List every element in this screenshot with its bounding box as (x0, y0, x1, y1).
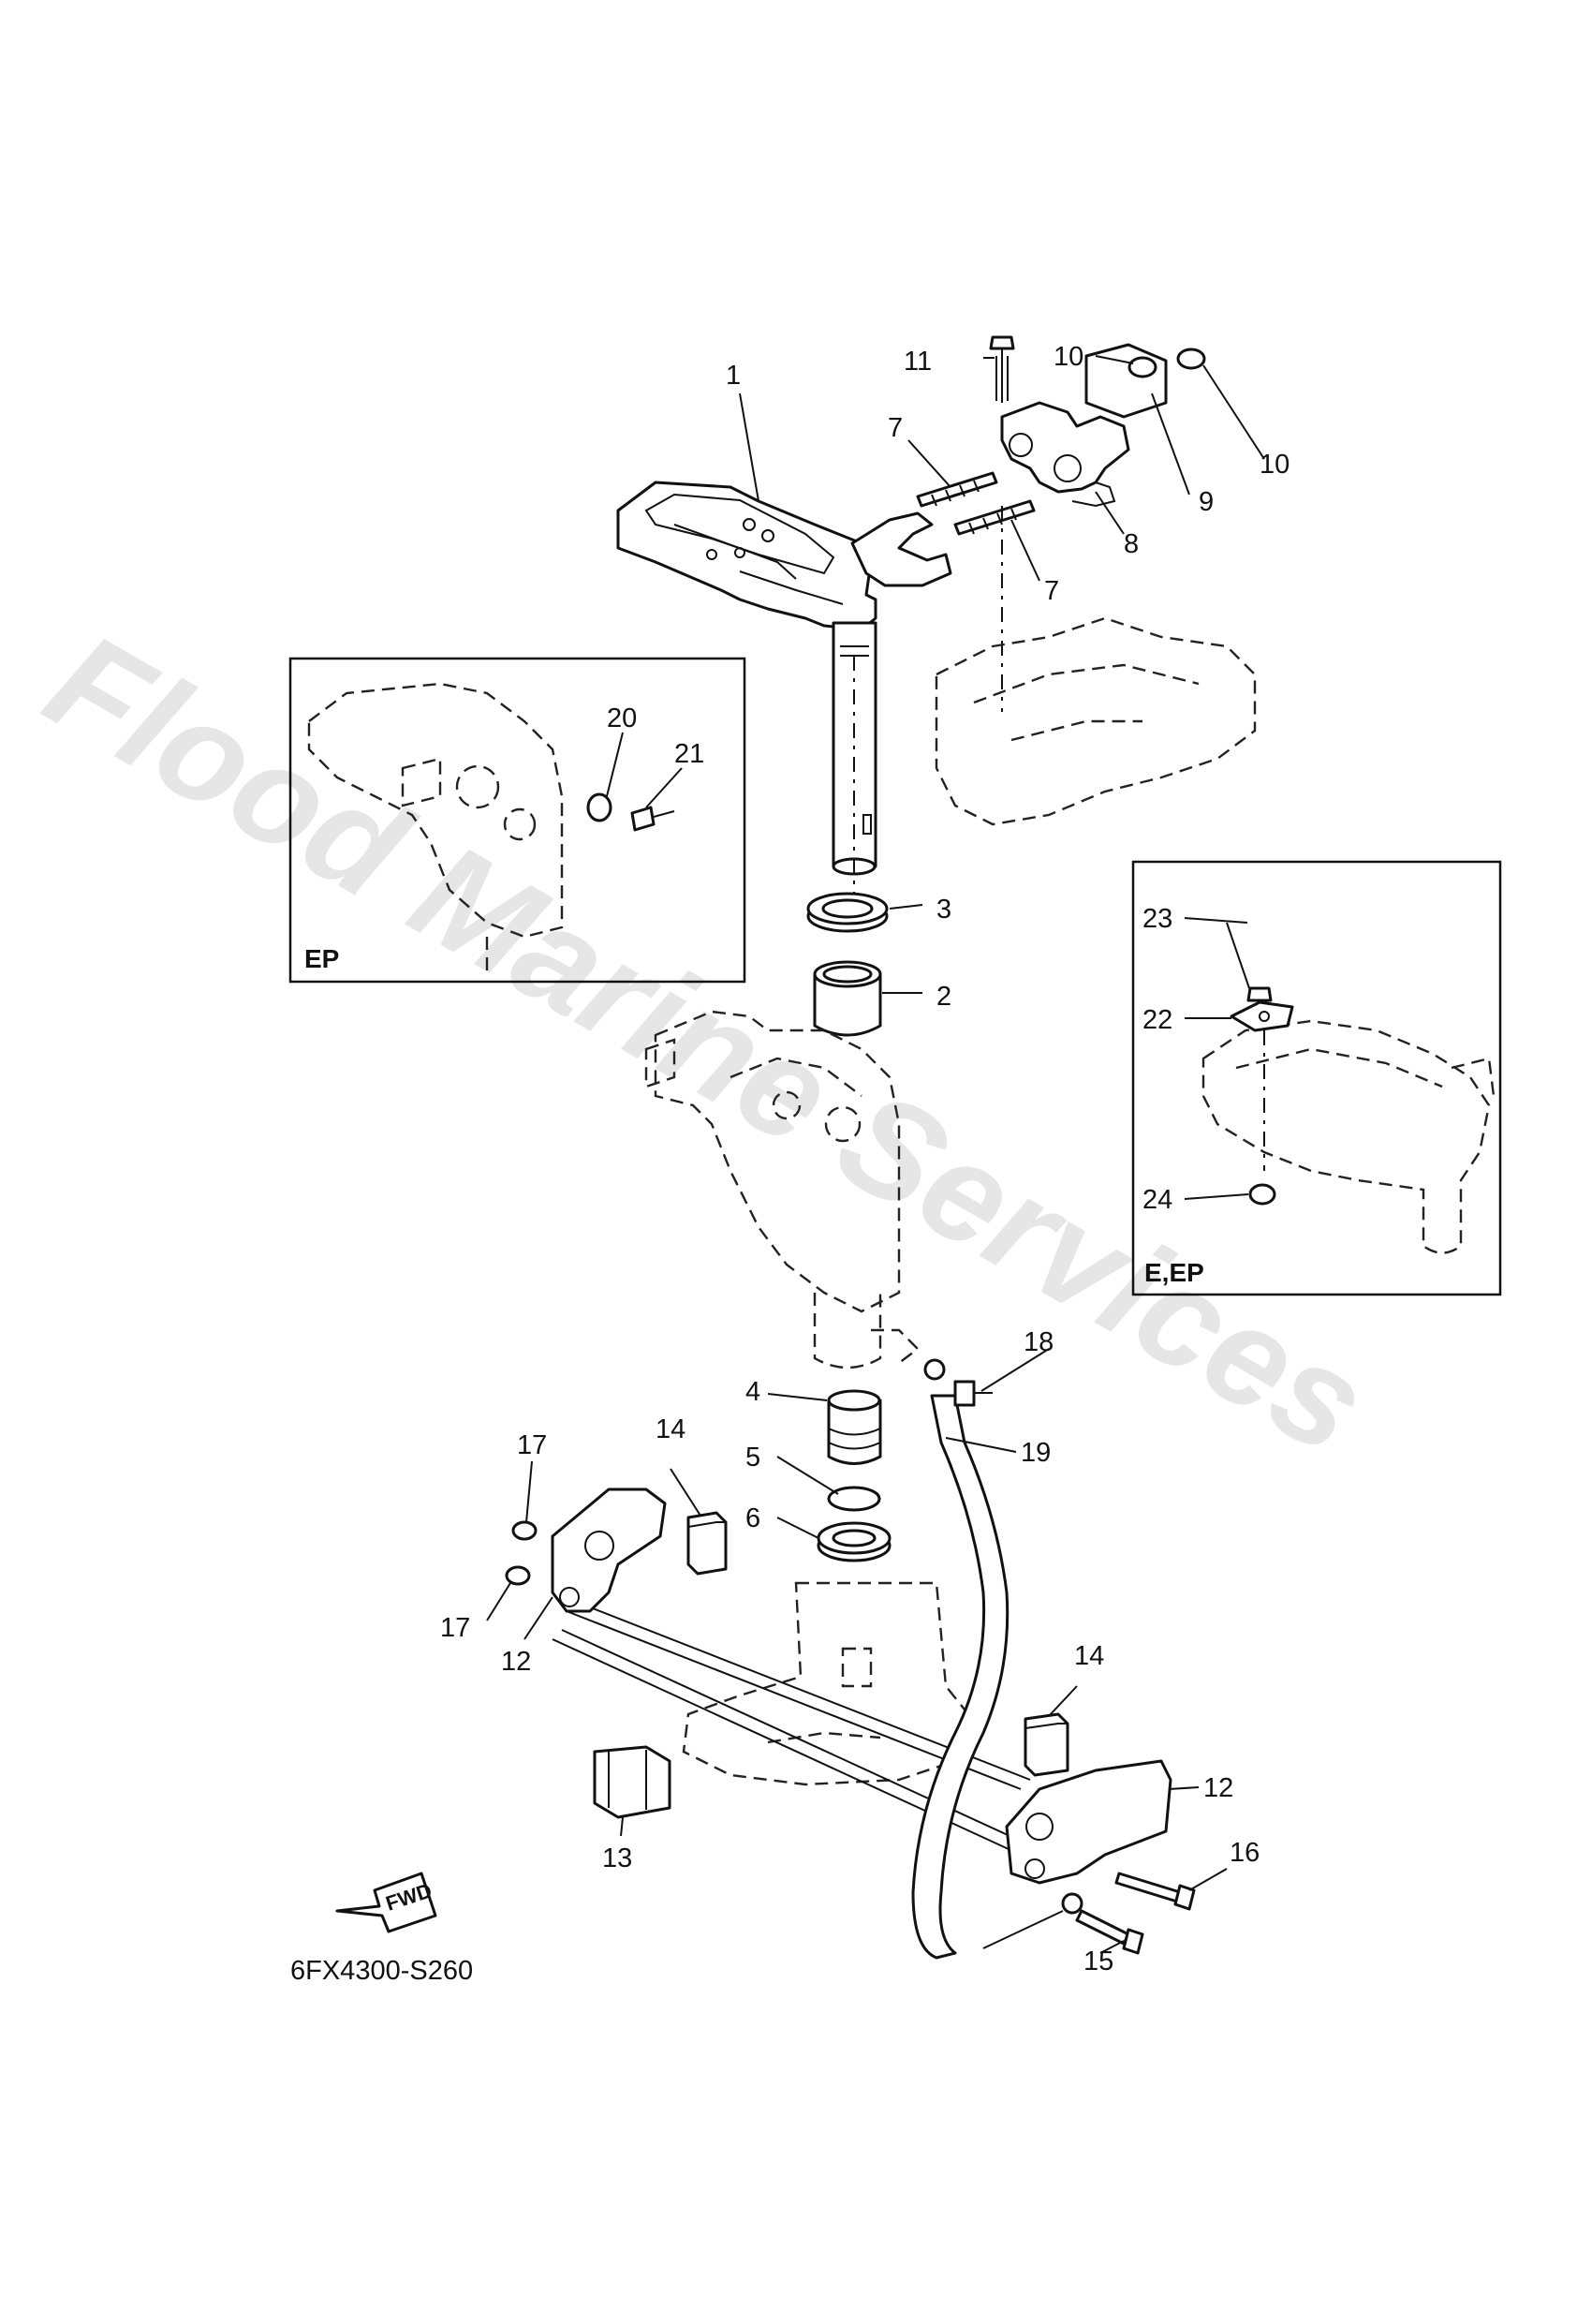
callout-19: 19 (1021, 1438, 1051, 1468)
callout-12-left: 12 (501, 1647, 531, 1677)
ground-lead-19 (911, 1358, 1083, 1960)
bottom-cowl-ghost (935, 616, 1257, 826)
callout-4: 4 (745, 1377, 760, 1407)
bushing-2 (813, 960, 882, 1037)
watermark-text: Flood Marine Services (22, 601, 1393, 1484)
callout-6: 6 (745, 1503, 760, 1533)
callout-17-upper: 17 (517, 1430, 547, 1460)
callout-18: 18 (1024, 1327, 1054, 1357)
bushing-3 (806, 892, 889, 933)
bolt-16 (1114, 1872, 1196, 1911)
lower-case-ghost (682, 1581, 985, 1786)
o-ring-5 (827, 1486, 881, 1512)
callout-13: 13 (602, 1843, 632, 1873)
callout-10-upper: 10 (1054, 342, 1083, 372)
rubber-14-left (686, 1511, 728, 1576)
callout-21: 21 (674, 739, 704, 769)
callout-24: 24 (1142, 1185, 1172, 1215)
callout-20: 20 (607, 703, 637, 733)
bolt-15 (1075, 1909, 1144, 1955)
lower-bracket-12-right (1005, 1759, 1172, 1885)
callout-22: 22 (1142, 1005, 1172, 1035)
callout-11: 11 (904, 347, 932, 377)
lower-bracket-12-left (551, 1488, 667, 1613)
inset-ep: EP (288, 657, 746, 984)
inset-e-ep-label: E,EP (1144, 1258, 1204, 1287)
callout-1: 1 (726, 361, 741, 391)
callout-14-left: 14 (656, 1414, 685, 1444)
nut-17-upper (511, 1520, 538, 1541)
seal-6 (817, 1521, 892, 1562)
leader-lines (486, 355, 1265, 1954)
diagram-code: 6FX4300-S260 (290, 1956, 473, 1986)
upper-mount-assembly (916, 335, 1206, 712)
nut-17-lower (505, 1565, 531, 1586)
lower-mount-4 (827, 1389, 882, 1465)
callout-12-right: 12 (1203, 1773, 1233, 1803)
callouts: 1 2 3 4 5 6 7 7 8 9 10 10 11 12 12 13 14… (440, 342, 1290, 1976)
rubber-14-right (1024, 1712, 1069, 1777)
fwd-arrow-icon: FWD (335, 1872, 437, 1933)
grommet-13 (593, 1745, 671, 1819)
callout-14-right: 14 (1074, 1641, 1104, 1671)
callout-7-upper: 7 (888, 413, 903, 443)
callout-15: 15 (1083, 1947, 1113, 1976)
callout-9: 9 (1199, 487, 1214, 517)
callout-17-lower: 17 (440, 1613, 470, 1643)
steering-bracket (616, 481, 952, 631)
callout-7-lower: 7 (1044, 576, 1059, 606)
callout-5: 5 (745, 1443, 760, 1473)
inset-ep-label: EP (304, 944, 339, 973)
callout-10-lower: 10 (1260, 450, 1290, 480)
inset-e-ep: E,EP (1131, 860, 1502, 1296)
steering-shaft (832, 621, 877, 899)
callout-23: 23 (1142, 904, 1172, 934)
callout-2: 2 (936, 982, 951, 1012)
callout-16: 16 (1230, 1838, 1260, 1868)
callout-3: 3 (936, 895, 951, 925)
bolt-18 (953, 1380, 993, 1407)
swivel-bracket-ghost (644, 1010, 920, 1369)
callout-8: 8 (1124, 529, 1139, 559)
